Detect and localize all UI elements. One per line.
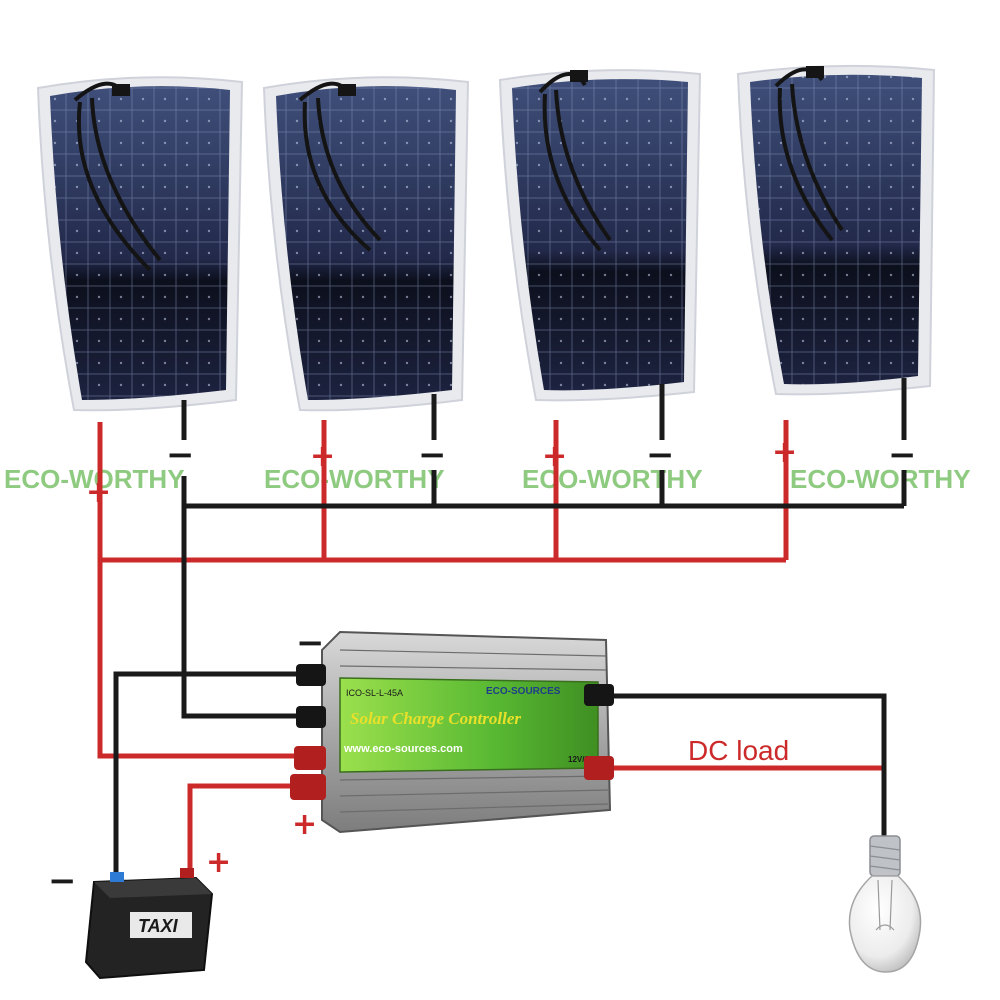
controller-port-load-negative <box>584 684 614 706</box>
charge-controller: ICO-SL-L-45A ECO-SOURCES Solar Charge Co… <box>290 630 614 834</box>
watermark-4: ECO-WORTHY <box>790 464 971 494</box>
controller-port-panel-positive <box>294 746 326 770</box>
solar-panel-3 <box>498 69 702 402</box>
light-bulb-icon <box>848 835 922 973</box>
negative-bus-to-controller <box>181 476 302 719</box>
watermark-3: ECO-WORTHY <box>522 464 703 494</box>
controller-port-battery-negative <box>296 664 326 686</box>
controller-port-battery-positive <box>290 774 326 800</box>
controller-voltage: 12V/24 <box>568 755 594 764</box>
load-negative-wire <box>598 693 887 840</box>
controller-positive-symbol: + <box>292 807 317 842</box>
controller-port-panel-negative <box>296 706 326 728</box>
battery-positive-terminal <box>180 868 194 878</box>
panel-4-positive-symbol: + <box>772 435 797 470</box>
battery-positive-symbol: + <box>206 845 231 880</box>
battery-negative-wire <box>113 671 302 876</box>
battery-negative-symbol: − <box>48 861 77 901</box>
negative-wires <box>113 378 907 876</box>
watermark-2: ECO-WORTHY <box>264 464 445 494</box>
solar-panel-2 <box>262 76 470 412</box>
panel-3-positive-symbol: + <box>542 439 567 474</box>
positive-wires <box>97 420 887 880</box>
solar-panel-1 <box>36 76 244 412</box>
battery-brand: TAXI <box>138 916 179 936</box>
panel-3-negative-symbol: − <box>646 435 675 475</box>
controller-model: ICO-SL-L-45A <box>346 688 403 698</box>
dc-load-label: DC load <box>688 735 789 766</box>
panel-1-negative-symbol: − <box>166 435 195 475</box>
battery-negative-terminal <box>110 872 124 882</box>
solar-panel-4 <box>736 64 936 396</box>
panel-1-positive-symbol: + <box>86 475 111 510</box>
controller-website: www.eco-sources.com <box>343 743 463 755</box>
controller-brand: ECO-SOURCES <box>486 686 561 697</box>
panel-2-positive-symbol: + <box>310 439 335 474</box>
panel-2-negative-symbol: − <box>418 435 447 475</box>
controller-negative-symbol: − <box>296 623 325 663</box>
battery-positive-wire <box>187 783 300 880</box>
watermark-1: ECO-WORTHY <box>4 464 185 494</box>
battery: TAXI <box>84 868 214 980</box>
controller-title: Solar Charge Controller <box>350 709 521 728</box>
positive-bus-to-controller <box>97 422 300 759</box>
panel-4-negative-symbol: − <box>888 435 917 475</box>
controller-port-load-positive <box>584 756 614 780</box>
load-positive-wire <box>600 765 887 840</box>
